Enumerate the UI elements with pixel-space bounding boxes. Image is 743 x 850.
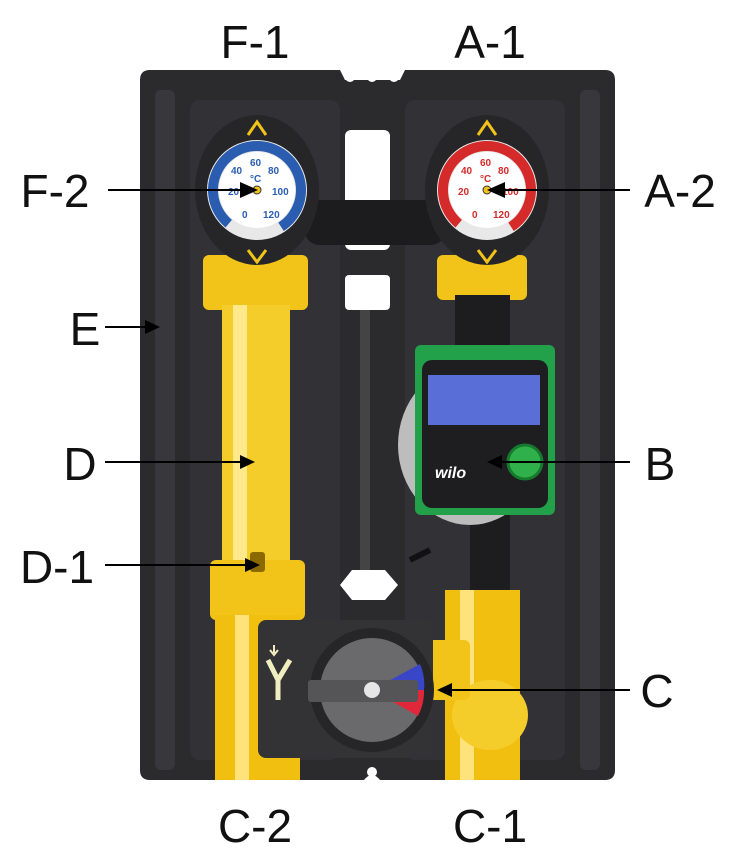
label-c-mixing-valve: C (640, 665, 673, 717)
manual-override-hand-icon (265, 658, 293, 700)
mixing-valve-actuator (258, 620, 434, 758)
label-c2-supply-inlet: C-2 (218, 800, 292, 850)
chevron-up-icon (476, 119, 498, 136)
gauge-tick: 80 (268, 166, 280, 177)
gauge-tick: 0 (472, 210, 478, 221)
actuator-handle[interactable] (308, 680, 418, 702)
label-d-supply-pipe: D (63, 438, 96, 490)
gauge-tick: 40 (231, 166, 243, 177)
return-pipe-brass (420, 255, 528, 780)
arrow-icon (487, 455, 502, 469)
pump-cable (408, 547, 432, 563)
callout-arrowheads (145, 182, 505, 697)
gauge-tick: 100 (502, 187, 519, 198)
pump-brand: wilo (435, 465, 466, 482)
label-f2-supply-thermometer: F-2 (21, 165, 90, 217)
bypass-connector (305, 200, 445, 245)
arrow-icon (245, 558, 260, 572)
gauge-tick: 40 (461, 166, 473, 177)
arrow-icon (240, 455, 255, 469)
arrow-icon (240, 182, 258, 198)
arrow-icon (437, 683, 452, 697)
gauge-tick: 20 (458, 187, 470, 198)
gauge-tick: 100 (272, 187, 289, 198)
arrow-icon (145, 320, 160, 334)
gauge-tick: 60 (250, 158, 262, 169)
chevron-down-icon (476, 249, 498, 265)
label-c1-return-outlet: C-1 (453, 800, 527, 850)
label-e-insulation: E (70, 303, 101, 355)
label-a1-return-inlet: A-1 (454, 16, 526, 68)
circulation-pump: wilo (398, 345, 555, 563)
arrow-down-icon (269, 645, 279, 657)
gauge-tick: 0 (242, 210, 248, 221)
chevron-down-icon (246, 249, 268, 265)
gauge-tick: 20 (228, 187, 240, 198)
label-d1-drain: D-1 (20, 541, 94, 593)
chevron-up-icon (246, 119, 268, 136)
label-a2-return-thermometer: A-2 (644, 165, 716, 217)
gauge-tick: 60 (480, 158, 492, 169)
label-b-pump: B (645, 438, 676, 490)
gauge-unit: °C (480, 174, 491, 185)
gauge-tick: 120 (263, 210, 280, 221)
arrow-icon (487, 182, 505, 198)
gauge-unit: °C (250, 174, 261, 185)
gauge-tick: 80 (498, 166, 510, 177)
gauge-tick: 120 (493, 210, 510, 221)
pump-display (428, 375, 540, 425)
label-f1-supply-outlet: F-1 (221, 16, 290, 68)
callout-lines (105, 189, 630, 691)
